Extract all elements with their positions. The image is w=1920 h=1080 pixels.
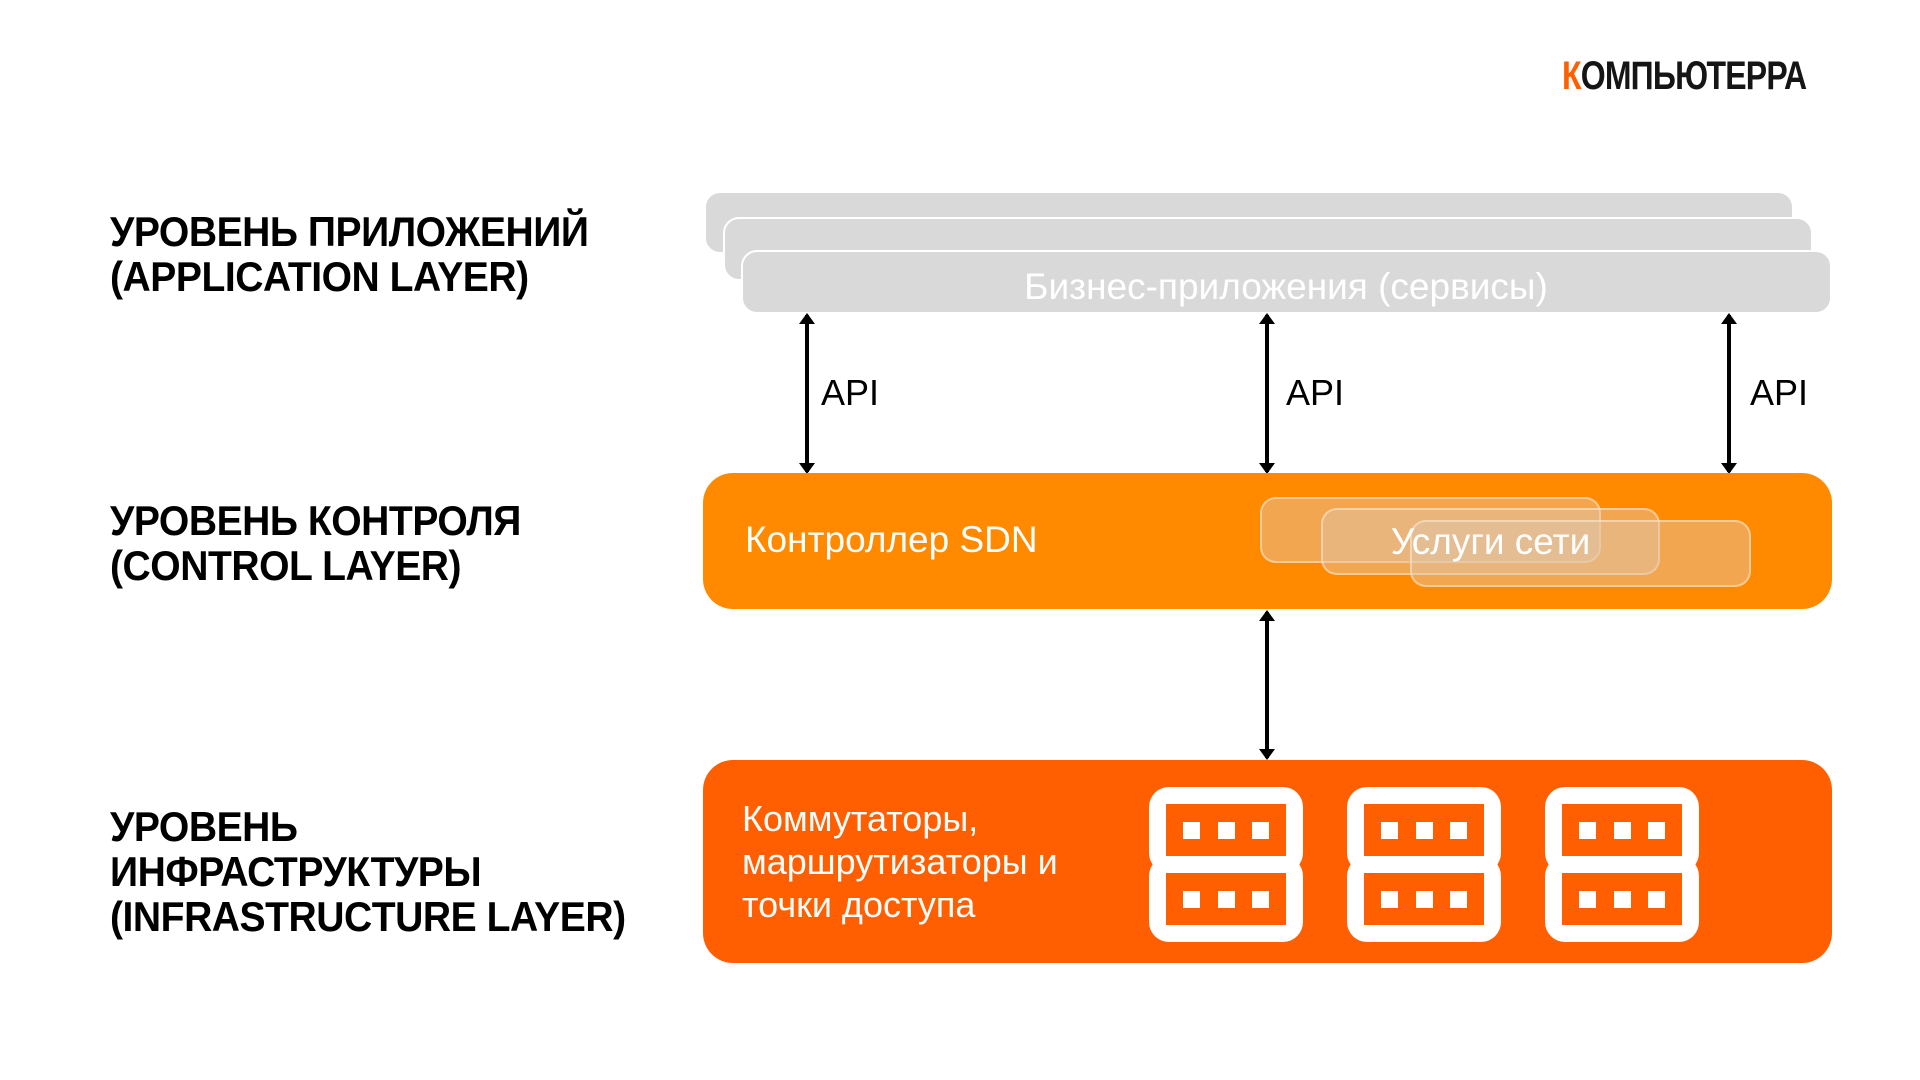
- api-label-center: API: [1286, 372, 1345, 413]
- infra-desc-line-1: Коммутаторы,: [742, 798, 979, 839]
- infra-desc-line-3: точки доступа: [742, 884, 976, 925]
- infrastructure-layer-subtitle: (INFRASTRUCTURE LAYER): [110, 893, 626, 940]
- application-layer-subtitle: (APPLICATION LAYER): [110, 253, 529, 300]
- control-infra-arrow: [1259, 610, 1275, 760]
- server-icon: [1149, 787, 1303, 942]
- business-apps-label: Бизнес-приложения (сервисы): [1024, 266, 1548, 307]
- network-services-label: Услуги сети: [1390, 521, 1591, 562]
- network-service-card-2: [1321, 508, 1660, 575]
- application-layer-heading: УРОВЕНЬ ПРИЛОЖЕНИЙ (APPLICATION LAYER): [110, 208, 589, 300]
- infrastructure-layer-title: УРОВЕНЬ: [110, 803, 298, 850]
- server-icon: [1347, 787, 1501, 942]
- api-label-right: API: [1750, 372, 1809, 413]
- infrastructure-description: Коммутаторы, маршрутизаторы и точки дост…: [742, 797, 1058, 926]
- infrastructure-layer-heading: УРОВЕНЬ ИНФРАСТРУКТУРЫ (INFRASTRUCTURE L…: [110, 804, 626, 939]
- brand-logo: КОМПЬЮТЕРРА: [1562, 54, 1807, 98]
- control-layer-subtitle: (CONTROL LAYER): [110, 542, 462, 589]
- control-layer-title: УРОВЕНЬ КОНТРОЛЯ: [110, 497, 521, 544]
- infrastructure-layer-title-2: ИНФРАСТРУКТУРЫ: [110, 848, 482, 895]
- infra-desc-line-2: маршрутизаторы и: [742, 841, 1058, 882]
- logo-accent-letter: К: [1562, 54, 1582, 98]
- logo-text: ОМПЬЮТЕРРА: [1580, 54, 1807, 98]
- control-layer-heading: УРОВЕНЬ КОНТРОЛЯ (CONTROL LAYER): [110, 498, 521, 588]
- application-layer-title: УРОВЕНЬ ПРИЛОЖЕНИЙ: [110, 208, 589, 255]
- app-card-front: [741, 250, 1832, 314]
- sdn-controller-label: Контроллер SDN: [745, 519, 1038, 560]
- api-arrow-right: [1721, 313, 1737, 474]
- network-service-card-3: [1410, 520, 1751, 587]
- server-icon: [1545, 787, 1699, 942]
- api-arrow-center: [1259, 313, 1275, 474]
- api-label-left: API: [821, 372, 880, 413]
- api-arrow-left: [799, 313, 815, 474]
